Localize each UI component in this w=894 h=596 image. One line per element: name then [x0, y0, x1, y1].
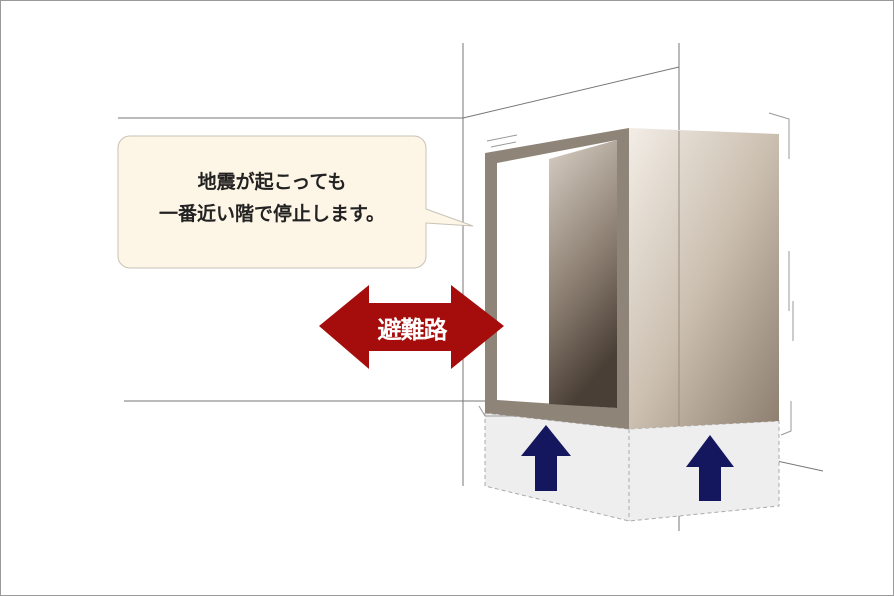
shaft-base [484, 412, 780, 522]
elevator-door [549, 140, 617, 408]
up-arrow-icon [686, 435, 734, 501]
elevator-car-side [629, 128, 779, 429]
evacuation-route-label: 避難路 [377, 316, 448, 344]
speech-bubble [117, 135, 474, 269]
speech-bubble-text: 地震が起こっても 一番近い階で停止します。 [118, 166, 426, 230]
shake-marks-icon [478, 112, 794, 436]
bubble-line-1: 地震が起こっても [197, 171, 347, 193]
evacuation-route-arrow-icon [319, 285, 504, 369]
up-arrow-icon [521, 425, 571, 491]
bubble-line-2: 一番近い階で停止します。 [158, 203, 386, 225]
